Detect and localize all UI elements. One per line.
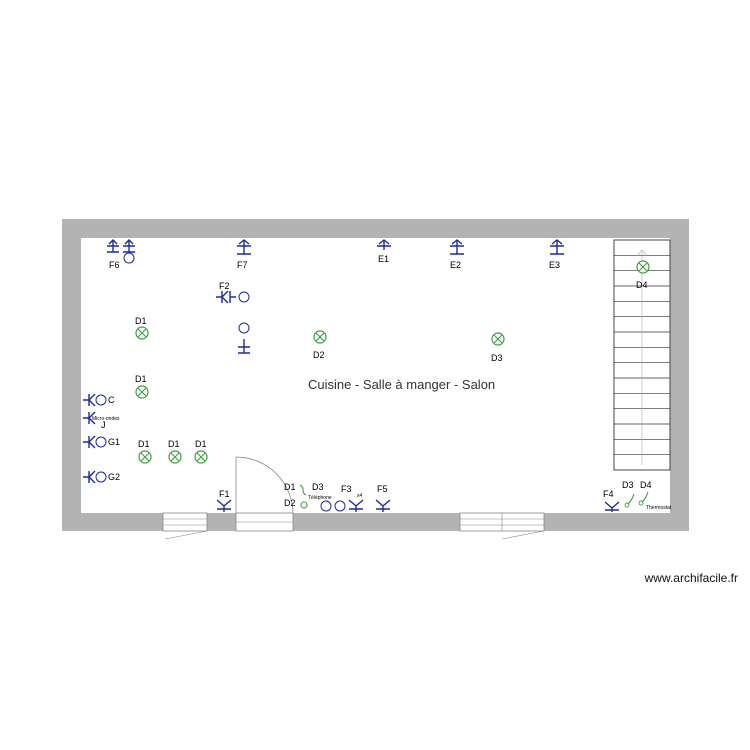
outlet-microwave-icon <box>83 411 96 425</box>
switch-d1-icon <box>299 484 308 509</box>
label-d3-b: D3 <box>312 482 324 492</box>
label-c: C <box>108 395 115 405</box>
label-x4: x4 <box>357 493 363 499</box>
staircase <box>613 239 671 471</box>
walls <box>62 219 689 531</box>
lamp-d1-c-icon <box>138 450 152 464</box>
label-f5: F5 <box>377 484 388 494</box>
label-d2-b: D2 <box>284 498 296 508</box>
watermark-link[interactable]: www.archifacile.fr <box>644 571 738 585</box>
socket-g2-icon <box>95 471 107 483</box>
socket-f6-icon <box>123 252 135 264</box>
lamp-d1-b-icon <box>135 385 149 399</box>
window-right <box>459 512 545 540</box>
outlet-e2-icon <box>450 239 464 255</box>
label-e2: E2 <box>450 260 461 270</box>
label-f1: F1 <box>219 489 230 499</box>
label-e3: E3 <box>549 260 560 270</box>
lamp-d3-icon <box>491 332 505 346</box>
outlet-f5-icon <box>375 499 391 512</box>
socket-c-icon <box>95 394 107 406</box>
label-d4-b: D4 <box>640 480 652 490</box>
outlet-f1-icon <box>216 499 232 512</box>
label-f2: F2 <box>219 281 230 291</box>
wall-top <box>62 219 689 238</box>
label-f7: F7 <box>237 260 248 270</box>
label-d1-b: D1 <box>135 374 147 384</box>
label-d2: D2 <box>313 350 325 360</box>
outlet-e1-icon <box>377 239 391 250</box>
window-left <box>162 512 208 540</box>
label-f4: F4 <box>603 489 614 499</box>
entry-door <box>235 456 294 532</box>
outlet-f2-icon <box>216 290 236 304</box>
switch-d3-icon <box>624 493 635 508</box>
outlet-f3-icon <box>348 499 364 512</box>
outlet-f2c-icon <box>238 339 250 354</box>
socket-f2b-icon <box>238 322 250 334</box>
label-f6: F6 <box>109 260 120 270</box>
socket-tv2-icon <box>334 500 346 512</box>
label-d4: D4 <box>636 280 648 290</box>
socket-g1-icon <box>95 436 107 448</box>
label-g1: G1 <box>108 437 120 447</box>
label-d3-c: D3 <box>622 480 634 490</box>
label-d1-c: D1 <box>138 439 150 449</box>
label-thermostat: Thermostat <box>646 505 672 511</box>
label-j: J <box>101 420 106 430</box>
outlet-f4-icon <box>604 501 620 512</box>
lamp-d1-e-icon <box>194 450 208 464</box>
label-microwave: Micro-ondes <box>92 416 120 422</box>
lamp-d4-icon <box>636 260 650 274</box>
socket-f2-icon <box>238 291 250 303</box>
outlet-g2-icon <box>83 470 96 484</box>
lamp-d1-d-icon <box>168 450 182 464</box>
label-d3: D3 <box>491 353 503 363</box>
double-outlet-f6-icon <box>107 239 135 253</box>
outlet-e3-icon <box>550 239 564 255</box>
label-d1-f: D1 <box>284 482 296 492</box>
wall-bottom <box>62 513 689 531</box>
lamp-d1-a-icon <box>135 326 149 340</box>
outlet-f7-icon <box>237 239 251 255</box>
room-name: Cuisine - Salle à manger - Salon <box>308 377 495 392</box>
label-d1-d: D1 <box>168 439 180 449</box>
label-g2: G2 <box>108 472 120 482</box>
outlet-c-icon <box>83 393 96 407</box>
label-d1-a: D1 <box>135 316 147 326</box>
label-telephone: Téléphone <box>308 495 332 501</box>
wall-right <box>670 219 689 531</box>
lamp-d2-icon <box>313 330 327 344</box>
label-d1-e: D1 <box>195 439 207 449</box>
switch-d4-icon <box>638 491 649 506</box>
label-f3: F3 <box>341 484 352 494</box>
label-e1: E1 <box>378 254 389 264</box>
socket-tv1-icon <box>320 500 332 512</box>
outlet-g1-icon <box>83 435 96 449</box>
wall-left <box>62 219 81 531</box>
